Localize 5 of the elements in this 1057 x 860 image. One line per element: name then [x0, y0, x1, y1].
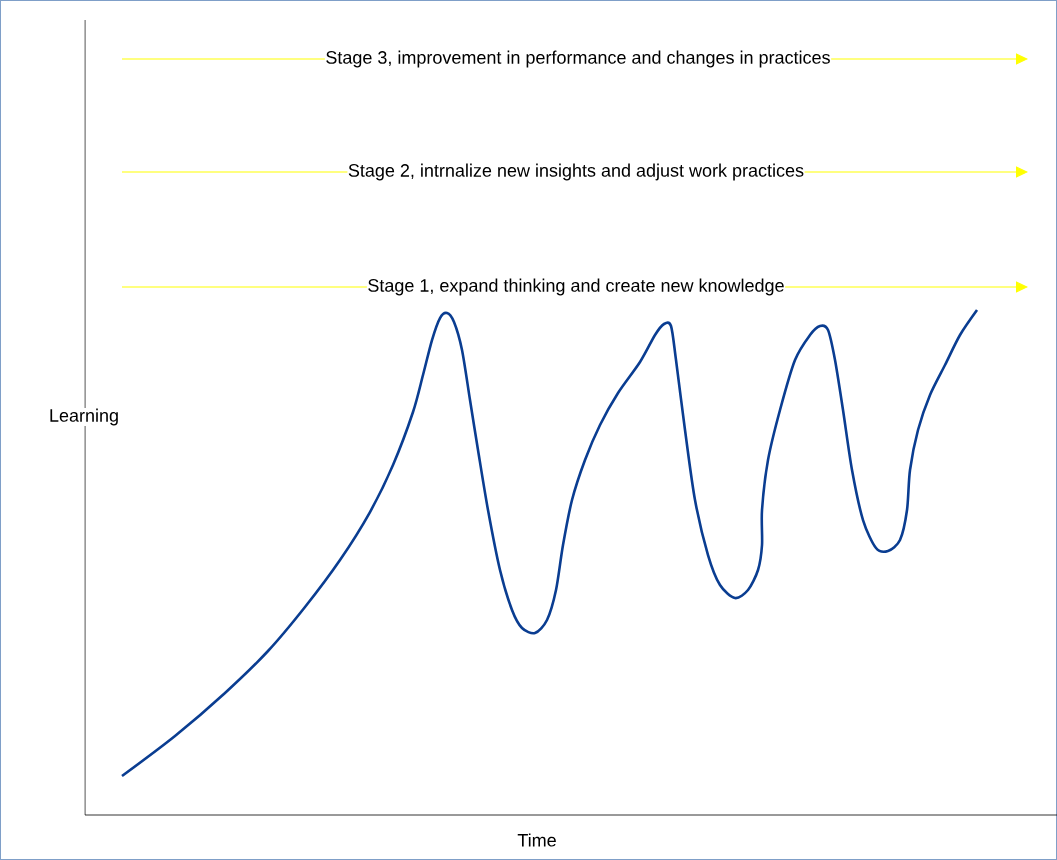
stage-label: Stage 1, expand thinking and create new knowledge [366, 278, 786, 296]
stage-label: Stage 2, intrnalize new insights and adjust work practices [347, 163, 805, 181]
axis-label: Learning [48, 408, 120, 426]
stage-label: Stage 3, improvement in performance and changes in practices [324, 50, 832, 68]
axis-label: Time [516, 832, 558, 848]
